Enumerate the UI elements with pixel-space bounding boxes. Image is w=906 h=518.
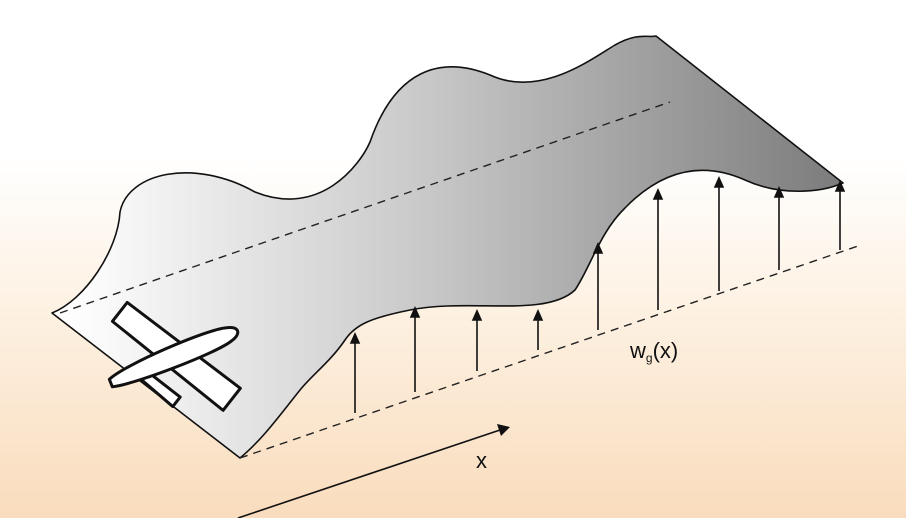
gust-arrow (471, 309, 483, 371)
gust-velocity-arrows (349, 176, 846, 413)
gust-arrow (713, 176, 725, 291)
arrowhead-icon (349, 332, 361, 344)
arrowhead-icon (409, 306, 421, 318)
surface-centerline (59, 101, 671, 314)
arrowhead-icon (497, 424, 510, 436)
arrowhead-icon (532, 309, 544, 321)
gust-argument: (x) (652, 338, 679, 363)
arrowhead-icon (773, 186, 785, 198)
ground-reference-line (239, 245, 859, 459)
gust-arrow (349, 332, 361, 413)
arrowhead-icon (713, 176, 725, 188)
gust-arrow (652, 188, 664, 310)
x-axis-label: x (476, 448, 487, 473)
gust-subscript: g (645, 351, 653, 365)
arrowhead-icon (652, 188, 664, 200)
gust-arrow (773, 186, 785, 270)
x-direction-arrow (237, 424, 510, 518)
airplane-icon (107, 300, 242, 412)
gust-arrow (532, 309, 544, 350)
gust-velocity-label: wg(x) (630, 338, 679, 365)
arrowhead-icon (592, 242, 604, 254)
gust-arrow (409, 306, 421, 392)
arrowhead-icon (471, 309, 483, 321)
gust-symbol: w (630, 338, 646, 363)
gust-arrow (834, 180, 846, 250)
arrowhead-icon (834, 180, 846, 192)
gust-arrow (592, 242, 604, 330)
